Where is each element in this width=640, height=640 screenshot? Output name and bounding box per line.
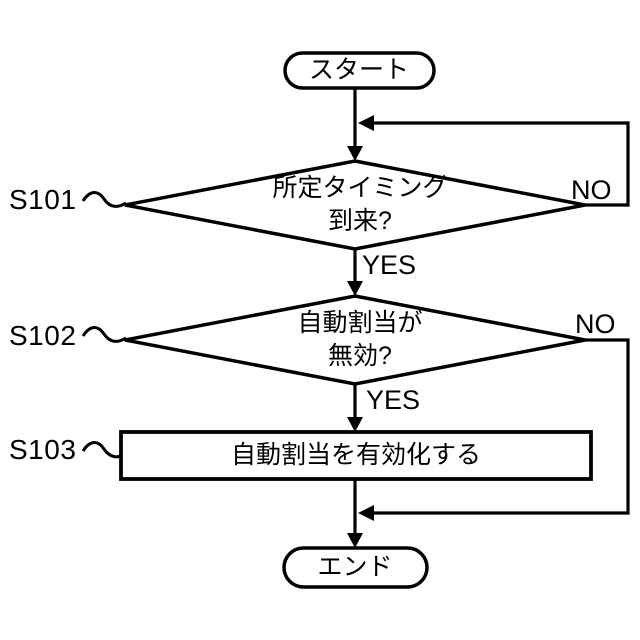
arrowhead-down-into-s101 (347, 146, 363, 161)
tilde-s102 (81, 326, 127, 343)
decision-s101-text-line2: 到来? (328, 207, 392, 235)
arrowhead-down-into-s102 (347, 281, 363, 296)
no-loop-line-s101 (372, 121, 630, 207)
step-id-s103: S103 (9, 434, 77, 465)
end-terminal-shape (282, 546, 429, 589)
start-terminal-label: スタート (308, 56, 409, 84)
end-terminal-label: エンド (317, 553, 393, 581)
decision-diamond-s102 (124, 294, 586, 386)
branch-label-yes-s101: YES (362, 250, 417, 280)
process-box-s103 (119, 430, 593, 481)
branch-label-yes-s102: YES (366, 385, 421, 415)
arrowhead-down-into-s103 (347, 417, 363, 432)
decision-s102-text: 自動割当が 無効? (260, 307, 460, 373)
start-terminal-shape (283, 51, 436, 90)
decision-s101-text-line1: 所定タイミング (272, 174, 448, 202)
tilde-s101 (81, 191, 127, 208)
arrowhead-down-into-end (347, 533, 363, 548)
branch-label-no-s102: NO (575, 309, 616, 339)
branch-label-no-s101: NO (571, 175, 612, 205)
no-branch-line-s102 (372, 338, 630, 515)
decision-s101-text: 所定タイミング 到来? (260, 172, 460, 238)
step-id-s102: S102 (9, 320, 77, 351)
decision-s102-text-line2: 無効? (328, 342, 392, 370)
tilde-s103 (81, 441, 123, 459)
arrowhead-left-merge-top (358, 115, 374, 131)
process-s103-text: 自動割当を有効化する (230, 441, 481, 469)
step-id-s101: S101 (9, 184, 77, 215)
arrowhead-left-merge-bottom (358, 505, 374, 521)
decision-diamond-s101 (124, 159, 586, 251)
decision-s102-text-line1: 自動割当が (297, 309, 423, 337)
